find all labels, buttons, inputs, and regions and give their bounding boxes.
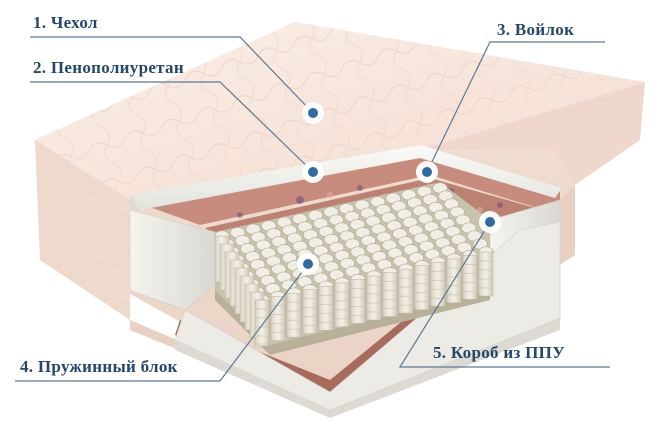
label-cover: 1. Чехол (33, 13, 98, 32)
spring-column (366, 275, 382, 321)
spring-column (478, 251, 494, 297)
label-foam: 2. Пенополиуретан (33, 58, 184, 77)
label-felt: 3. Войлок (497, 20, 575, 39)
spring-column (318, 286, 334, 331)
spring-column (286, 292, 302, 338)
label-spring: 4. Пружинный блок (20, 357, 178, 376)
spring-column (398, 268, 414, 314)
foam-frame (129, 145, 562, 418)
spring-column (254, 299, 270, 345)
spring-column (430, 262, 446, 307)
spring-column (302, 289, 318, 334)
leader-lines (15, 36, 610, 382)
leader-foam (30, 81, 314, 173)
label-frame: 5. Короб из ППУ (433, 343, 565, 362)
leader-cover (30, 36, 314, 114)
marker-dots (297, 102, 501, 275)
leader-spring (15, 263, 309, 382)
leader-frame (398, 221, 610, 368)
spring-column (382, 272, 398, 317)
spring-column (334, 282, 350, 328)
leader-felt (426, 41, 605, 173)
spring-column (350, 279, 366, 324)
spring-column (414, 265, 430, 310)
spring-column (462, 255, 478, 300)
